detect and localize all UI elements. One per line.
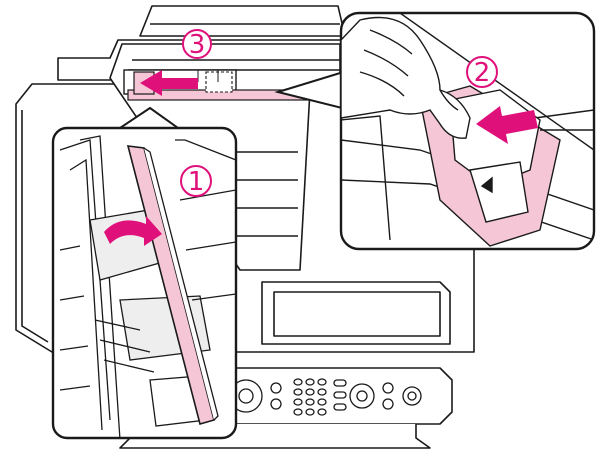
step-3-marker: 3: [182, 29, 212, 60]
output-tray: [261, 281, 451, 345]
step-1-label: 1: [188, 167, 205, 197]
step-3-label: 3: [189, 30, 206, 60]
step-2-marker: 2: [466, 56, 498, 88]
step-1-marker: 1: [180, 165, 212, 197]
step-2-label: 2: [474, 58, 491, 88]
print-head-carriage: [123, 69, 349, 101]
callout-step-2: 2: [274, 11, 596, 251]
callout-step-1: 1: [51, 106, 238, 440]
arrow-icon-step3: [140, 70, 198, 96]
arrow-icon-step1: [104, 216, 162, 246]
arrow-icon-step2: [476, 106, 538, 144]
paper-support: [139, 5, 346, 37]
keypad: [293, 378, 327, 416]
